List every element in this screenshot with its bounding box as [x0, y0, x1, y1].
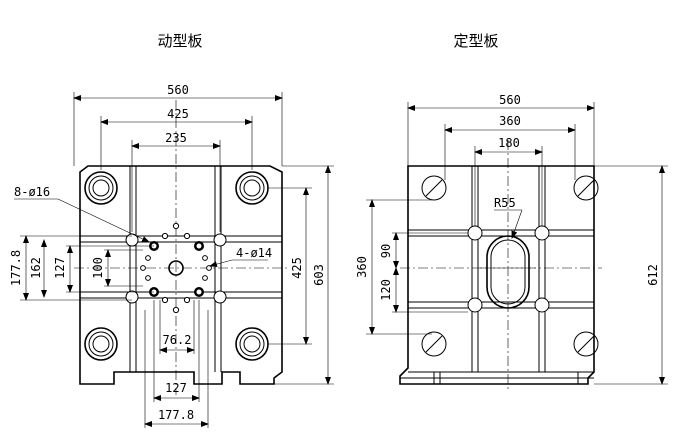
threaded-hole	[194, 241, 204, 251]
dim-fixed-v-120: 120	[379, 279, 393, 301]
ejector-hole	[213, 290, 227, 304]
tie-bar-hole	[573, 175, 599, 201]
dim-h-76-2: 76.2	[163, 333, 192, 347]
center-hole	[168, 260, 184, 276]
dim-v-603: 603	[312, 264, 326, 286]
dim-v-177-8: 177.8	[9, 250, 23, 286]
dim-h-127: 127	[165, 381, 187, 395]
hole-note-4-d14: 4-ø14	[236, 246, 272, 260]
mounting-hole	[467, 297, 483, 313]
dim-width-235: 235	[165, 131, 187, 145]
tie-bar-hole	[84, 171, 118, 205]
ejector-hole	[213, 233, 227, 247]
dim-fixed-v-612: 612	[646, 264, 660, 286]
dim-h-177-8: 177.8	[158, 408, 194, 422]
dim-width-560: 560	[167, 83, 189, 97]
dim-v-100: 100	[91, 257, 105, 279]
tie-bar-hole	[573, 331, 599, 357]
mounting-hole	[467, 225, 483, 241]
central-slot	[486, 235, 530, 309]
tie-bar-hole	[235, 171, 269, 205]
moving-plate-outline	[79, 165, 283, 385]
ejector-hole	[125, 290, 139, 304]
fixed-plate-outline	[399, 165, 595, 385]
moving-plate-title: 动型板	[157, 32, 202, 50]
threaded-hole	[194, 287, 204, 297]
tie-bar-hole	[84, 327, 118, 361]
small-holes	[140, 222, 212, 314]
dim-fixed-v-90: 90	[379, 244, 393, 258]
mounting-hole	[534, 225, 550, 241]
dim-v-162: 162	[29, 257, 43, 279]
dim-width-425: 425	[167, 107, 189, 121]
dim-fixed-width-180: 180	[498, 136, 520, 150]
dim-v-425: 425	[290, 257, 304, 279]
tie-bar-hole	[235, 327, 269, 361]
dim-fixed-width-560: 560	[499, 93, 521, 107]
fixed-plate: R55 560 360 180 360 90 120	[355, 93, 668, 392]
mounting-hole	[534, 297, 550, 313]
dim-radius-r55: R55	[494, 196, 516, 210]
dim-fixed-v-360: 360	[355, 256, 369, 278]
tie-bar-hole	[421, 331, 447, 357]
hole-note-8-d16: 8-ø16	[14, 185, 50, 199]
moving-plate: 560 425 235 8-ø16 4-ø14 177.8 162 127	[9, 83, 334, 428]
tie-bar-hole	[421, 175, 447, 201]
dim-fixed-width-360: 360	[499, 114, 521, 128]
fixed-plate-title: 定型板	[453, 32, 498, 50]
dim-v-127: 127	[53, 257, 67, 279]
